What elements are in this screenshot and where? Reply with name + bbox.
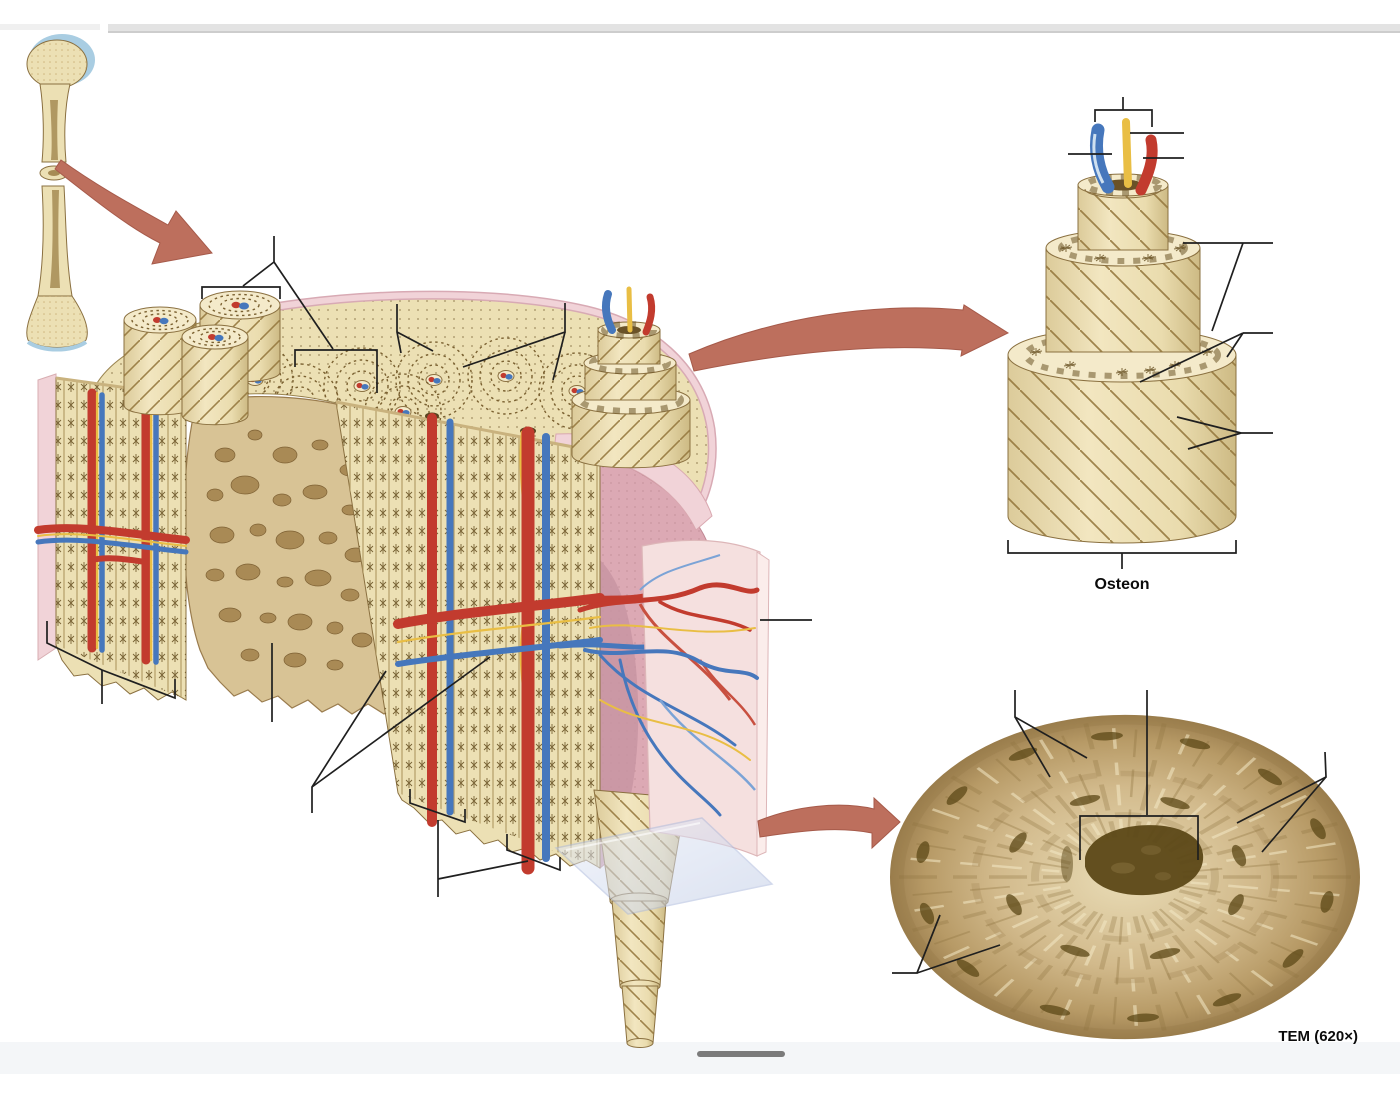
vein-tube-small bbox=[601, 290, 616, 334]
flap-vessels bbox=[577, 554, 760, 817]
long-bone-icon bbox=[26, 34, 95, 352]
callout-line bbox=[1176, 416, 1242, 434]
callout-line bbox=[311, 656, 491, 788]
callout-line bbox=[1139, 332, 1244, 383]
artery-tube bbox=[1135, 134, 1158, 196]
nerve-tube bbox=[1122, 118, 1132, 188]
osteon-label: Osteon bbox=[1094, 576, 1149, 593]
callout-line bbox=[1261, 776, 1327, 853]
tem-label: TEM (620×) bbox=[1278, 1028, 1358, 1045]
central-canal-column bbox=[571, 286, 691, 469]
callout-line bbox=[396, 331, 434, 352]
callout-line bbox=[273, 261, 334, 350]
callout-line bbox=[242, 236, 275, 287]
left-lamellae-wall bbox=[34, 373, 190, 701]
callout-line bbox=[1187, 432, 1242, 450]
tem-central-canal bbox=[1061, 825, 1204, 896]
callout-line bbox=[437, 860, 529, 880]
callout-line bbox=[552, 331, 566, 381]
perforating-canal-vessel bbox=[34, 524, 190, 544]
callout-bracket bbox=[294, 349, 378, 393]
zoom-arrow-plane-to-tem-icon bbox=[757, 796, 901, 850]
callouts-osteon bbox=[1068, 97, 1273, 450]
callout-line bbox=[1226, 332, 1244, 358]
callout-line bbox=[916, 944, 1001, 974]
enlarged-osteon: Osteon bbox=[1007, 97, 1273, 593]
left-wall-vessels bbox=[34, 388, 190, 665]
surface-osteon-cylinders bbox=[123, 290, 281, 426]
callout-bracket bbox=[1079, 815, 1199, 860]
compact-bone-section bbox=[34, 236, 812, 1048]
page-footer-band bbox=[0, 1042, 1400, 1074]
periosteum-left-edge bbox=[37, 373, 57, 661]
osteon-cylinder bbox=[181, 324, 249, 426]
zoom-arrow-column-to-osteon-icon bbox=[688, 304, 1010, 372]
callout-bracket bbox=[506, 834, 561, 872]
distal-cartilage bbox=[26, 340, 88, 352]
callout-bracket bbox=[409, 789, 466, 824]
callout-line bbox=[1014, 716, 1051, 778]
central-lamellae-wall bbox=[335, 400, 658, 875]
drag-handle[interactable] bbox=[697, 1051, 785, 1057]
zoom-arrow-bone-to-section-icon bbox=[54, 159, 213, 265]
callouts-main bbox=[46, 236, 812, 897]
callout-bracket bbox=[201, 286, 281, 299]
artery-tube-small bbox=[642, 293, 656, 336]
window-top-divider-left bbox=[0, 24, 100, 30]
vein-tube bbox=[1089, 123, 1115, 194]
tem-micrograph: TEM (620×) bbox=[890, 690, 1360, 1045]
callouts-tem bbox=[892, 690, 1327, 974]
central-canal-vessels bbox=[393, 412, 658, 875]
periosteum-flap bbox=[577, 539, 770, 857]
osteon-cylinder bbox=[123, 306, 197, 416]
callout-line bbox=[1211, 242, 1244, 332]
nerve-tube-small bbox=[626, 286, 633, 333]
tem-image bbox=[890, 715, 1360, 1040]
window-top-divider bbox=[108, 24, 1400, 33]
